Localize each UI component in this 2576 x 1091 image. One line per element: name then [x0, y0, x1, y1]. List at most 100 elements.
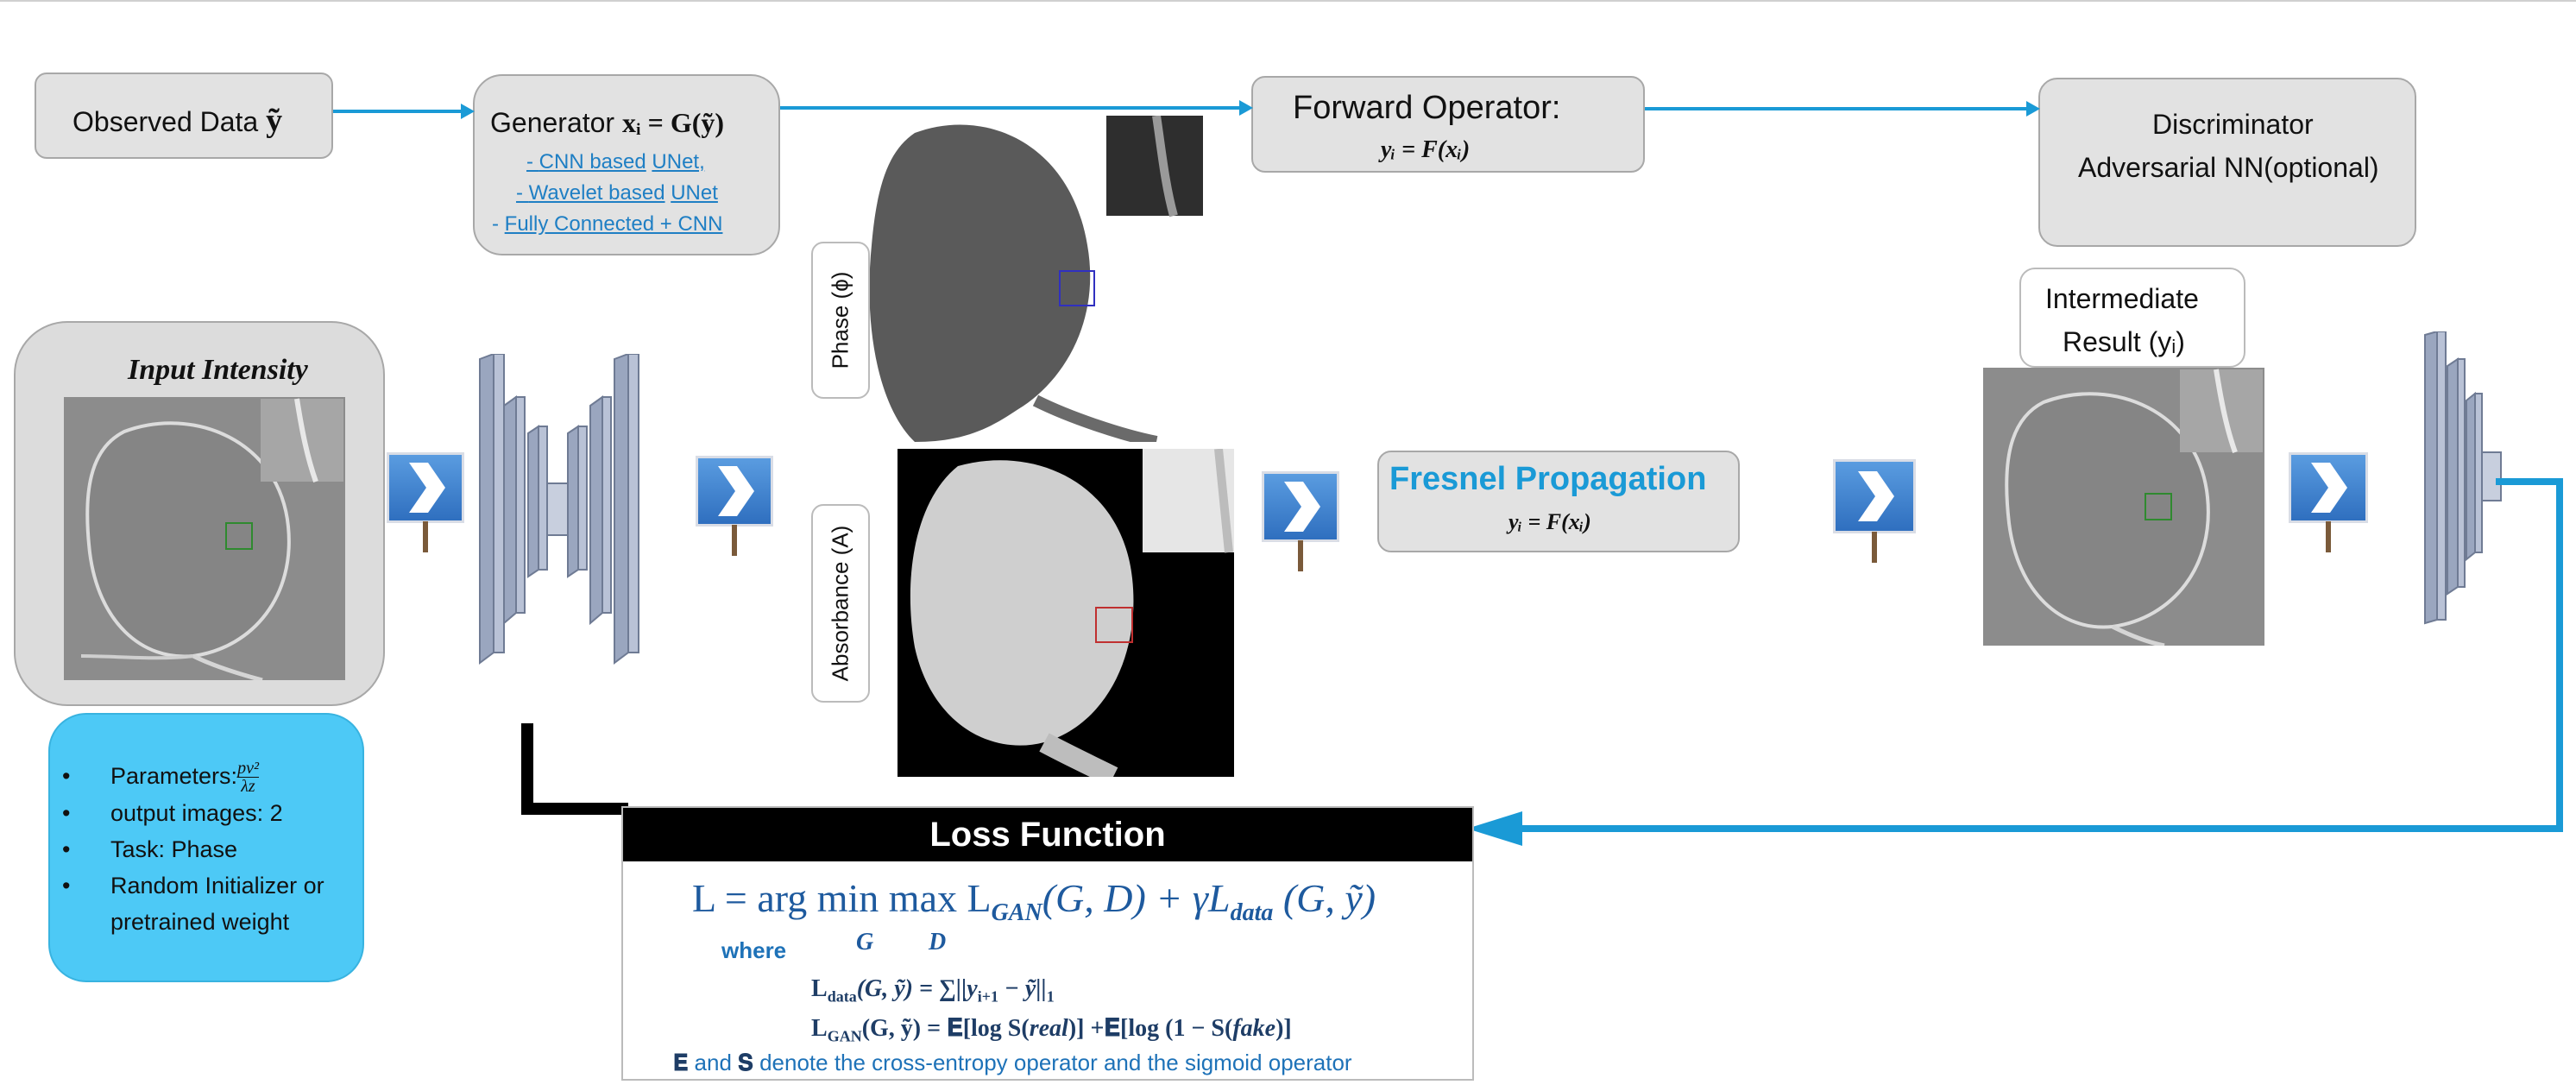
chevron-right-icon	[1858, 471, 1894, 521]
generator-item-2-text[interactable]: Wavelet based	[528, 181, 665, 205]
bullet: •	[62, 836, 71, 863]
lgan-fake: fake	[1232, 1015, 1276, 1042]
generator-box: Generator xᵢ = G(ỹ) - CNN based UNet, - …	[473, 74, 780, 255]
chevron-sign-4	[1833, 459, 1916, 566]
phase-label: Phase (ϕ)	[827, 271, 853, 369]
loss-gan-equation: LGAN(G, ỹ) = 𝐄[log S(real)] +𝐄[log (1 − …	[811, 1015, 1292, 1046]
chevron-right-icon	[1284, 482, 1320, 532]
loss-main-equation: L = arg min max LGAN(G, D) + γLdata (G, …	[692, 875, 1376, 927]
ldata-rest: (G, ỹ) = ∑||y	[856, 975, 978, 1002]
intermediate-result-box: Intermediate Result (yᵢ)	[2019, 268, 2245, 368]
discriminator-network-graphic	[2424, 331, 2502, 625]
feedback-line-out	[2496, 478, 2563, 485]
phase-label-box: Phase (ϕ)	[811, 242, 870, 399]
generator-title: Generator	[490, 107, 615, 138]
generator-item-1-text[interactable]: CNN based	[539, 150, 646, 173]
generator-item-1-link[interactable]: UNet,	[652, 150, 705, 173]
feedback-line-back	[1519, 825, 2563, 832]
arrow-observed-to-generator	[333, 110, 463, 113]
lgan-real: real	[1029, 1015, 1068, 1042]
generator-formula: xᵢ = G(ỹ)	[621, 107, 725, 138]
discriminator-line1: Discriminator	[2152, 109, 2314, 140]
loss-function-panel: Loss Function L = arg min max LGAN(G, D)…	[621, 806, 1474, 1081]
arrowhead-forward-to-discriminator	[2026, 101, 2040, 117]
lgan-L: L	[811, 1015, 828, 1042]
loss-where: where	[721, 937, 787, 963]
fresnel-propagation-box: Fresnel Propagation yᵢ = F(xᵢ)	[1377, 451, 1740, 552]
fresnel-propagation-formula: yᵢ = F(xᵢ)	[1508, 509, 1591, 534]
ldata-norm: 1	[1046, 987, 1055, 1006]
lgan-end: )]	[1275, 1015, 1292, 1042]
arrow-forward-to-discriminator	[1645, 107, 2028, 110]
generator-item-3-link[interactable]: Fully Connected + CNN	[504, 212, 723, 236]
input-intensity-image	[64, 397, 345, 680]
param-frac-num: pv²	[237, 759, 259, 779]
chevron-right-icon	[718, 466, 754, 516]
forward-operator-box: Forward Operator: yᵢ = F(xᵢ)	[1251, 76, 1645, 173]
absorbance-label: Absorbance (A)	[827, 525, 853, 682]
param-item: • Task: Phase	[50, 831, 366, 867]
arrow-generator-to-forward	[780, 106, 1243, 110]
loss-main-tail: (G, ỹ)	[1273, 876, 1376, 920]
ldata-tail: − ỹ||	[998, 975, 1047, 1002]
intermediate-result-line1: Intermediate	[2045, 283, 2199, 314]
param-text: pretrained weight	[110, 909, 290, 936]
param-item: pretrained weight	[50, 904, 366, 940]
absorbance-label-box: Absorbance (A)	[811, 504, 870, 703]
loss-min-sub: G	[856, 929, 874, 955]
loss-main-lead: L = arg min max L	[692, 876, 992, 920]
note-E: 𝐄	[673, 1050, 689, 1075]
loss-function-title: Loss Function	[929, 816, 1166, 854]
ldata-sub: data	[827, 987, 857, 1006]
top-divider	[0, 0, 2576, 2]
generator-item-3-prefix: -	[492, 212, 505, 236]
ldata-L: L	[811, 975, 828, 1002]
param-text: Parameters:	[110, 763, 238, 789]
forward-operator-title: Forward Operator:	[1293, 90, 1561, 126]
bullet: •	[62, 763, 71, 789]
fresnel-propagation-title: Fresnel Propagation	[1389, 461, 1707, 497]
intermediate-result-image	[1983, 368, 2264, 646]
chevron-right-icon	[409, 463, 445, 513]
loss-connector-right	[521, 803, 628, 815]
chevron-sign-1	[387, 452, 464, 556]
loss-main-mid: (G, D) + γL	[1042, 876, 1231, 920]
bullet: •	[62, 800, 71, 827]
loss-data-sub: data	[1230, 899, 1274, 927]
generator-item-2-link[interactable]: UNet	[671, 181, 718, 205]
note-rest: denote the cross-entropy operator and th…	[753, 1050, 1352, 1075]
feedback-arrowhead	[1467, 811, 1522, 846]
loss-max-sub: D	[929, 929, 947, 955]
discriminator-line2: Adversarial NN(optional)	[2078, 152, 2379, 183]
input-intensity-panel: Input Intensity	[14, 321, 385, 706]
loss-data-equation: Ldata(G, ỹ) = ∑||yi+1 − ỹ||1	[811, 975, 1055, 1006]
phase-image	[863, 116, 1208, 442]
ldata-sub2: i+1	[977, 987, 998, 1006]
note-S: 𝐒	[738, 1050, 753, 1075]
loss-function-header: Loss Function	[623, 808, 1472, 861]
param-text: Task: Phase	[110, 836, 238, 863]
chevron-sign-2	[696, 456, 773, 559]
feedback-line-down	[2556, 478, 2563, 832]
input-intensity-title: Input Intensity	[128, 354, 308, 386]
arrowhead-generator-to-forward	[1239, 100, 1253, 116]
discriminator-box: Discriminator Adversarial NN(optional)	[2038, 78, 2416, 247]
chevron-sign-5	[2289, 452, 2368, 558]
loss-gan-sub: GAN	[991, 899, 1042, 927]
unet-network-graphic	[479, 354, 639, 665]
generator-item-1-prefix[interactable]: -	[526, 150, 539, 173]
note-and: and	[688, 1050, 739, 1075]
loss-note: 𝐄 and 𝐒 denote the cross-entropy operato…	[673, 1050, 1352, 1077]
intermediate-result-line2: Result (yᵢ)	[2063, 326, 2185, 357]
param-item: •output images: 2	[50, 795, 366, 831]
lgan-rest: (G, ỹ) = 𝐄[log S(	[861, 1015, 1030, 1042]
absorbance-image	[898, 449, 1234, 777]
loss-connector-down	[521, 723, 533, 813]
chevron-right-icon	[2311, 463, 2347, 513]
chevron-sign-3	[1262, 471, 1339, 575]
param-item: •Random Initializer or	[50, 867, 366, 904]
generator-item-2-prefix[interactable]: -	[516, 181, 529, 205]
